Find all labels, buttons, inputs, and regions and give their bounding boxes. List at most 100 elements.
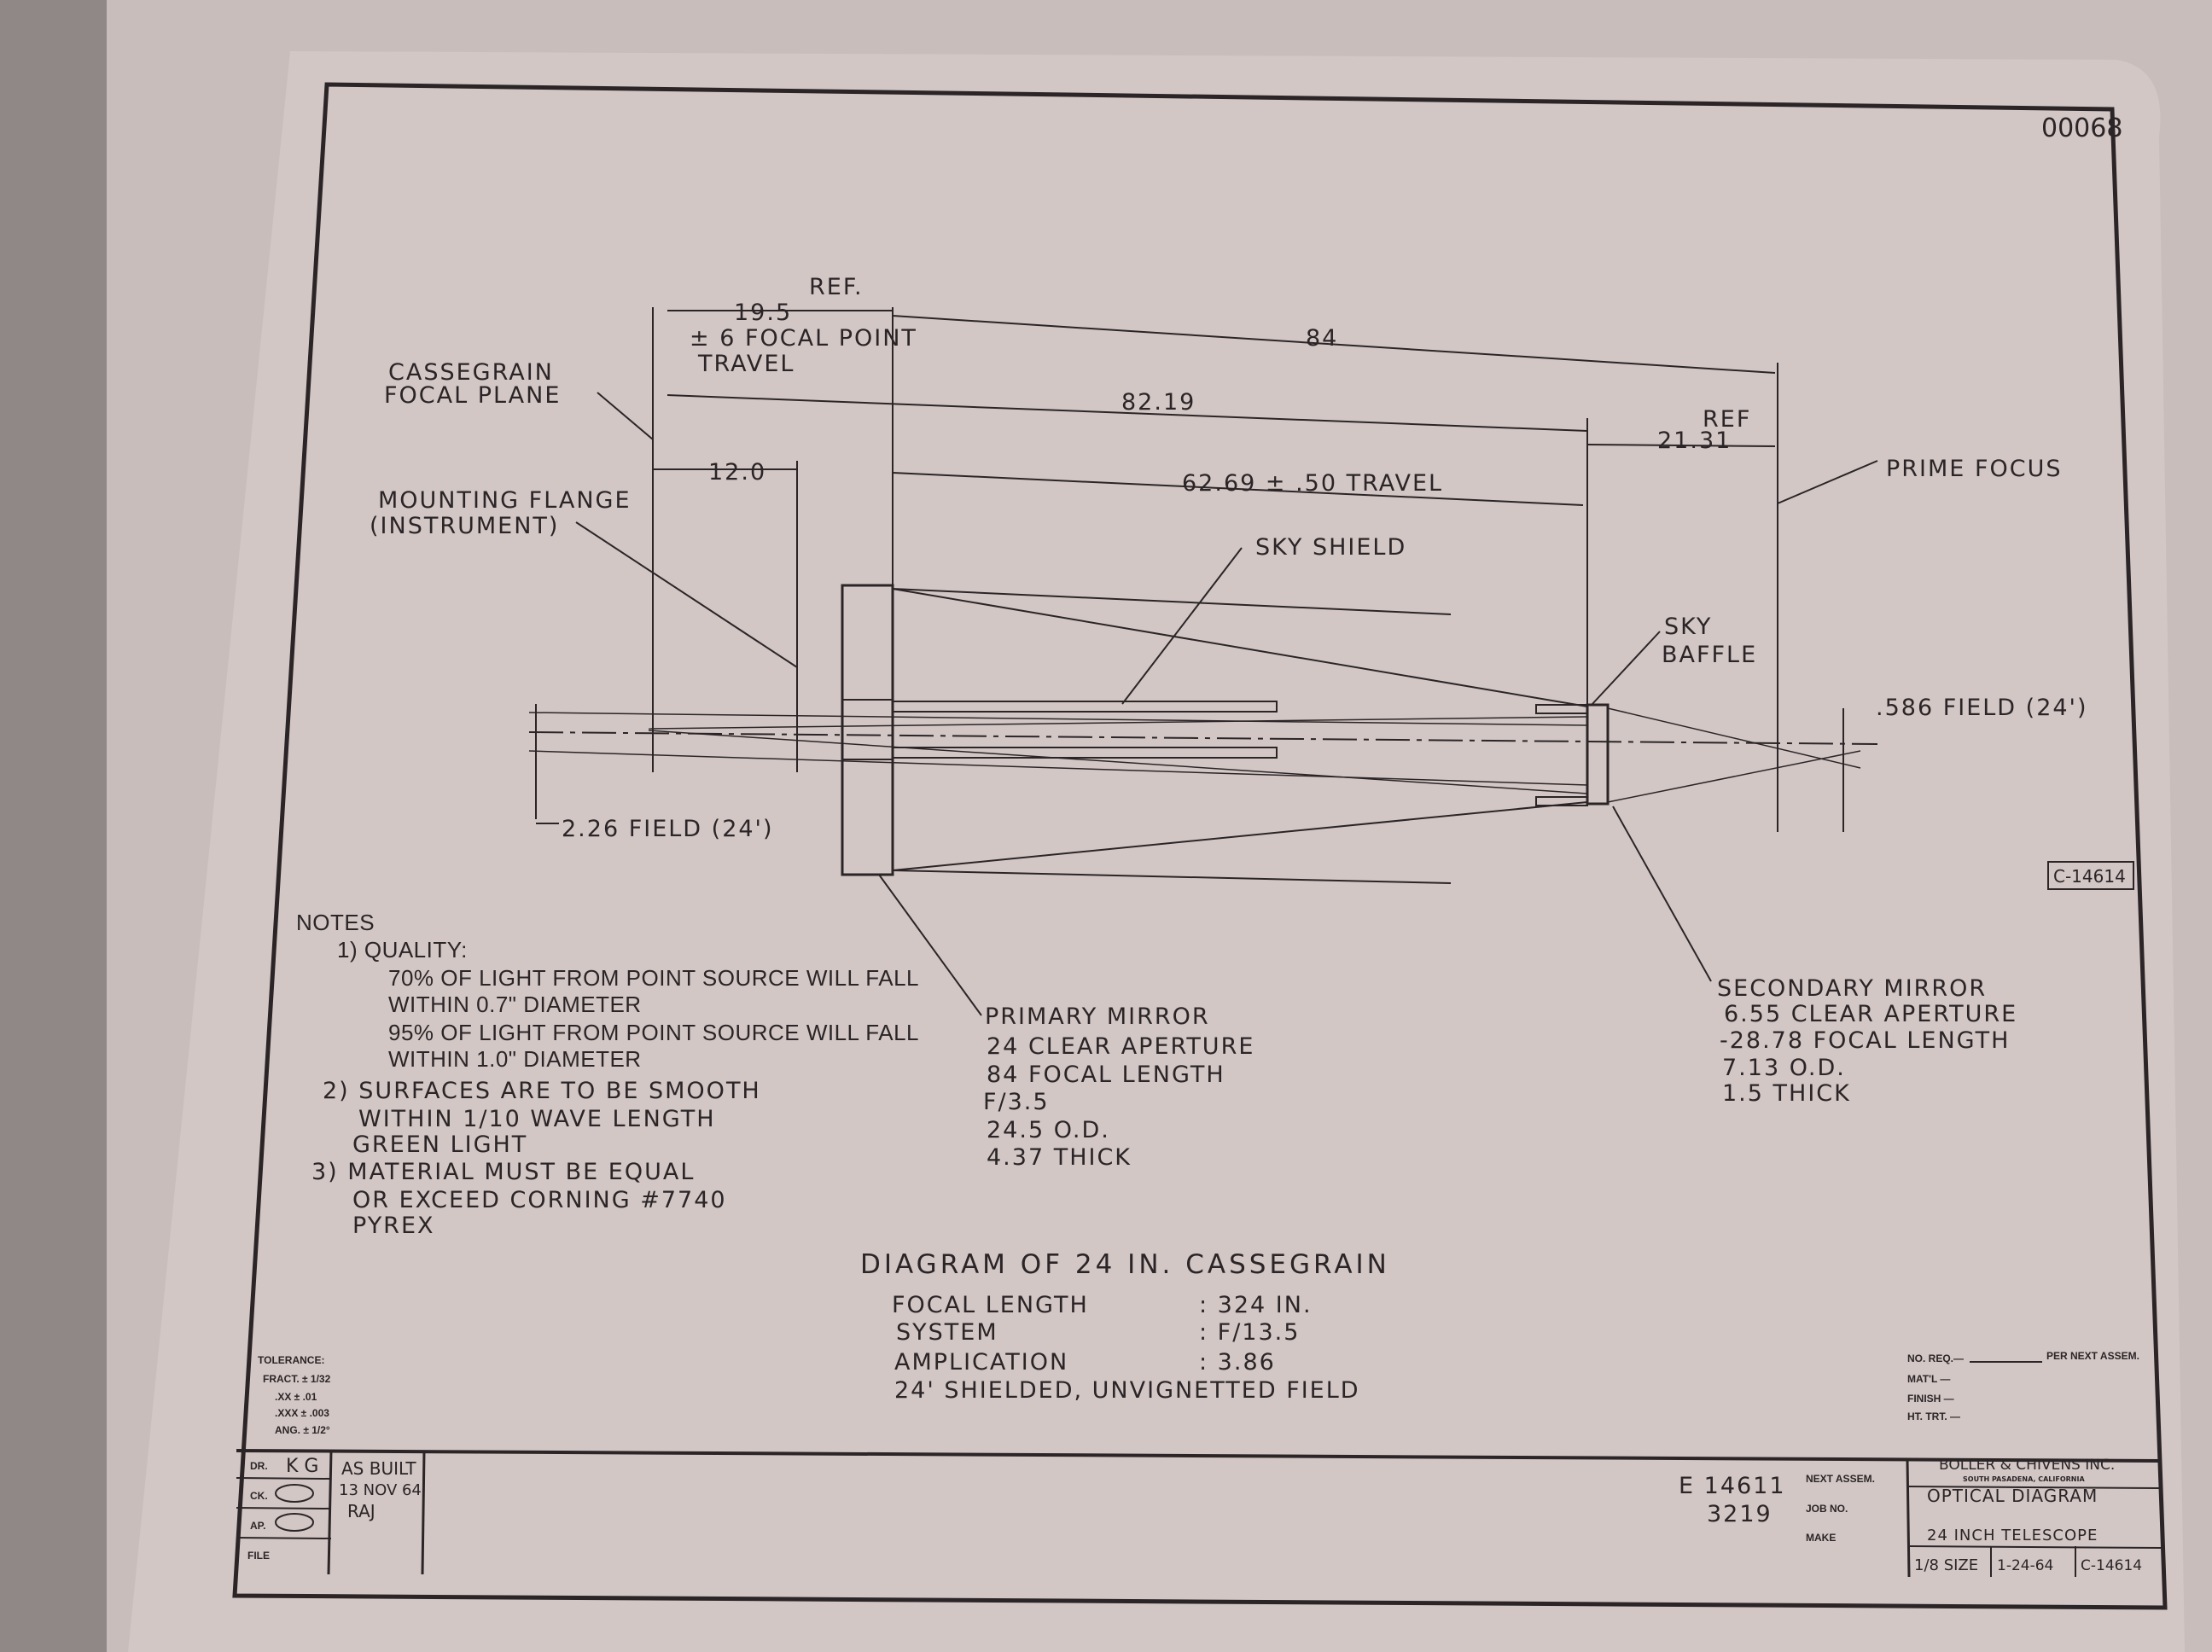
diagram-title-block: DIAGRAM OF 24 IN. CASSEGRAIN FOCAL LENGT… (860, 1249, 1390, 1404)
make-label: MAKE (1806, 1532, 1836, 1544)
spec-line: PRIMARY MIRROR (985, 1003, 1210, 1030)
status-date: 13 NOV 64 (339, 1481, 422, 1499)
no-req-label: NO. REQ.— (1907, 1352, 1964, 1364)
ref-label: REF. (809, 274, 864, 300)
notes: NOTES 1) QUALITY: 70% OF LIGHT FROM POIN… (296, 910, 919, 1239)
next-assem-value: E 14611 (1679, 1473, 1786, 1499)
primary-mirror (841, 584, 894, 876)
note-line: PYREX (352, 1213, 435, 1239)
mounting-flange-label: MOUNTING FLANGE (378, 487, 632, 514)
finish-label: FINISH — (1907, 1393, 1954, 1405)
drawing-title-1: OPTICAL DIAGRAM (1927, 1486, 2098, 1506)
sky-shield-label: SKY SHIELD (1255, 534, 1406, 561)
binder-edge (0, 0, 107, 1652)
tolerance-row: .XXX ± .003 (275, 1407, 329, 1419)
optical-axis (528, 731, 1878, 745)
primary-mirror-spec: PRIMARY MIRROR 24 CLEAR APERTURE 84 FOCA… (983, 1003, 1254, 1171)
spec-line: 7.13 O.D. (1722, 1055, 1846, 1081)
sky-baffle-top (1535, 704, 1588, 714)
dim-19-5: 19.5 (734, 300, 792, 326)
drawing-number: C-14614 (2081, 1557, 2142, 1574)
row-label: AMPLICATION (894, 1349, 1068, 1376)
cassegrain-label: CASSEGRAIN (388, 359, 554, 386)
diagram-footer: 24' SHIELDED, UNVIGNETTED FIELD (894, 1377, 1360, 1404)
instrument-label: (INSTRUMENT) (370, 513, 559, 539)
tolerance-row: ANG. ± 1/2° (275, 1424, 330, 1436)
secondary-mirror (1586, 703, 1610, 806)
note-line: WITHIN 0.7" DIAMETER (388, 992, 642, 1017)
prime-focus-label: PRIME FOCUS (1886, 456, 2062, 482)
row-value: : 3.86 (1199, 1349, 1276, 1376)
spec-line: F/3.5 (983, 1089, 1050, 1115)
note-line: WITHIN 1/10 WAVE LENGTH (358, 1106, 716, 1132)
sky-baffle-label-2: BAFFLE (1662, 642, 1757, 668)
field-226-label: 2.26 FIELD (24') (562, 816, 774, 842)
file-label: FILE (247, 1550, 270, 1562)
dr-label: DR. (250, 1460, 268, 1472)
sky-baffle-label: SKY (1664, 614, 1712, 640)
spec-line: 24.5 O.D. (987, 1117, 1110, 1143)
note-line: 70% OF LIGHT FROM POINT SOURCE WILL FALL (388, 965, 919, 991)
side-tag-box (2047, 861, 2134, 890)
title-block: DR. K G CK. AP. FILE AS BUILT 13 NOV 64 … (236, 1350, 2162, 1578)
ap-signature (275, 1513, 314, 1532)
ck-signature (275, 1484, 314, 1503)
tolerance-title: TOLERANCE: (258, 1354, 324, 1366)
ref-label-right: REF (1703, 406, 1751, 433)
row-label: SYSTEM (896, 1319, 998, 1346)
note-line: GREEN LIGHT (352, 1131, 527, 1158)
row-value: : 324 IN. (1199, 1292, 1313, 1318)
scale-value: 1/8 SIZE (1914, 1556, 1978, 1574)
optical-diagram (528, 307, 1878, 1016)
dim-84: 84 (1306, 325, 1338, 352)
note-line: WITHIN 1.0" DIAMETER (388, 1046, 642, 1072)
status-as-built: AS BUILT (341, 1458, 416, 1479)
tolerance-row: .XX ± .01 (275, 1391, 317, 1403)
note-line: OR EXCEED CORNING #7740 (352, 1187, 727, 1213)
dr-initials: K G (286, 1456, 318, 1477)
job-no-label: JOB NO. (1806, 1503, 1848, 1515)
note-line: 2) SURFACES ARE TO BE SMOOTH (323, 1078, 761, 1104)
tolerance-block: TOLERANCE: FRACT. ± 1/32 .XX ± .01 .XXX … (258, 1354, 331, 1436)
next-assem-label: NEXT ASSEM. (1806, 1473, 1875, 1485)
focal-travel-label-2: TRAVEL (697, 351, 795, 377)
spec-line: 6.55 CLEAR APERTURE (1724, 1001, 2017, 1027)
status-initials: RAJ (347, 1501, 375, 1521)
spec-line: 84 FOCAL LENGTH (987, 1062, 1225, 1088)
dim-21-31: 21.31 (1657, 428, 1732, 454)
paper-sheet (128, 51, 2185, 1652)
company-city: SOUTH PASADENA, CALIFORNIA (1963, 1475, 2085, 1483)
secondary-mirror-spec: SECONDARY MIRROR 6.55 CLEAR APERTURE -28… (1717, 975, 2017, 1107)
drawing-title-2: 24 INCH TELESCOPE (1927, 1527, 2098, 1544)
tolerance-row: FRACT. ± 1/32 (263, 1373, 331, 1385)
per-next-label: PER NEXT ASSEM. (2046, 1350, 2139, 1362)
spec-line: 1.5 THICK (1722, 1080, 1851, 1107)
job-no-value: 3219 (1707, 1501, 1773, 1527)
ck-label: CK. (250, 1490, 268, 1502)
focal-travel-label: ± 6 FOCAL POINT (690, 325, 917, 352)
ht-trt-label: HT. TRT. — (1907, 1411, 1960, 1422)
sky-baffle-bottom (1535, 796, 1588, 806)
notes-title: NOTES (296, 910, 375, 935)
date-value: 1-24-64 (1997, 1557, 2053, 1574)
company-name: BOLLER & CHIVENS INC. (1939, 1457, 2115, 1474)
note-line: 3) MATERIAL MUST BE EQUAL (311, 1159, 695, 1185)
drawing-border (232, 82, 2168, 1610)
field-586-label: .586 FIELD (24') (1876, 695, 2088, 721)
side-tag: C-14614 (2053, 866, 2126, 887)
spec-line: 24 CLEAR APERTURE (987, 1033, 1254, 1060)
note-line: 95% OF LIGHT FROM POINT SOURCE WILL FALL (388, 1020, 919, 1045)
focal-plane-label: FOCAL PLANE (384, 382, 561, 409)
row-label: FOCAL LENGTH (892, 1292, 1089, 1318)
matl-label: MAT'L — (1907, 1373, 1950, 1385)
sheet-number-stamp: 00068 (2041, 113, 2122, 143)
row-value: : F/13.5 (1199, 1319, 1300, 1346)
dim-82-19: 82.19 (1121, 389, 1196, 416)
dim-62-69: 62.69 ± .50 TRAVEL (1182, 470, 1443, 497)
ap-label: AP. (250, 1520, 265, 1532)
dim-12-0: 12.0 (708, 459, 766, 486)
diagram-title: DIAGRAM OF 24 IN. CASSEGRAIN (860, 1249, 1390, 1280)
spec-line: 4.37 THICK (987, 1144, 1132, 1171)
spec-line: SECONDARY MIRROR (1717, 975, 1987, 1002)
